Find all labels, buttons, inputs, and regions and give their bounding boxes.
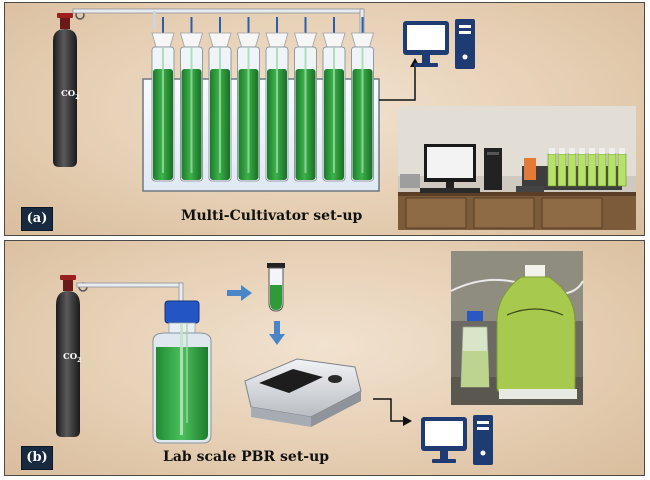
test-tube-icon: [267, 263, 285, 312]
culture-tube: [236, 17, 261, 182]
co2-cylinder-icon: CO2: [56, 275, 88, 437]
culture-tube: [265, 17, 289, 182]
culture-tube: [208, 17, 232, 182]
co2-label-b: CO2: [63, 352, 81, 364]
gas-supply-line: [72, 8, 365, 36]
spectrophotometer-icon: [244, 358, 362, 427]
culture-tubes: [151, 17, 375, 182]
culture-tube: [322, 17, 346, 182]
panel-a-label: (a): [21, 207, 53, 231]
co2-cylinder-icon: CO2: [53, 10, 85, 167]
lab-photo-multi-cultivator: [398, 106, 636, 230]
panel-a-caption: Multi-Cultivator set-up: [181, 208, 363, 224]
panel-b-drawing: CO2: [56, 263, 493, 465]
panel-a-multi-cultivator: CO2: [4, 2, 645, 236]
panel-a-drawing: CO2: [53, 8, 475, 192]
lab-photo-pbr-bottles: [450, 251, 584, 405]
co2-label-a: CO2: [61, 89, 79, 101]
arrow-icon: [379, 58, 420, 101]
culture-tube: [293, 17, 318, 182]
arrow-icon: [373, 398, 412, 426]
panel-b-label: (b): [21, 446, 53, 470]
panel-b-lab-scale-pbr: CO2: [4, 240, 645, 476]
arrow-icon: [269, 321, 285, 345]
arrow-icon: [227, 285, 252, 301]
computer-icon: [403, 19, 475, 69]
culture-tube: [350, 17, 375, 182]
computer-icon: [421, 415, 493, 465]
culture-tube: [179, 17, 204, 182]
culture-tube: [151, 17, 175, 182]
panel-b-caption: Lab scale PBR set-up: [163, 449, 330, 465]
culture-bottle-icon: [152, 300, 212, 444]
